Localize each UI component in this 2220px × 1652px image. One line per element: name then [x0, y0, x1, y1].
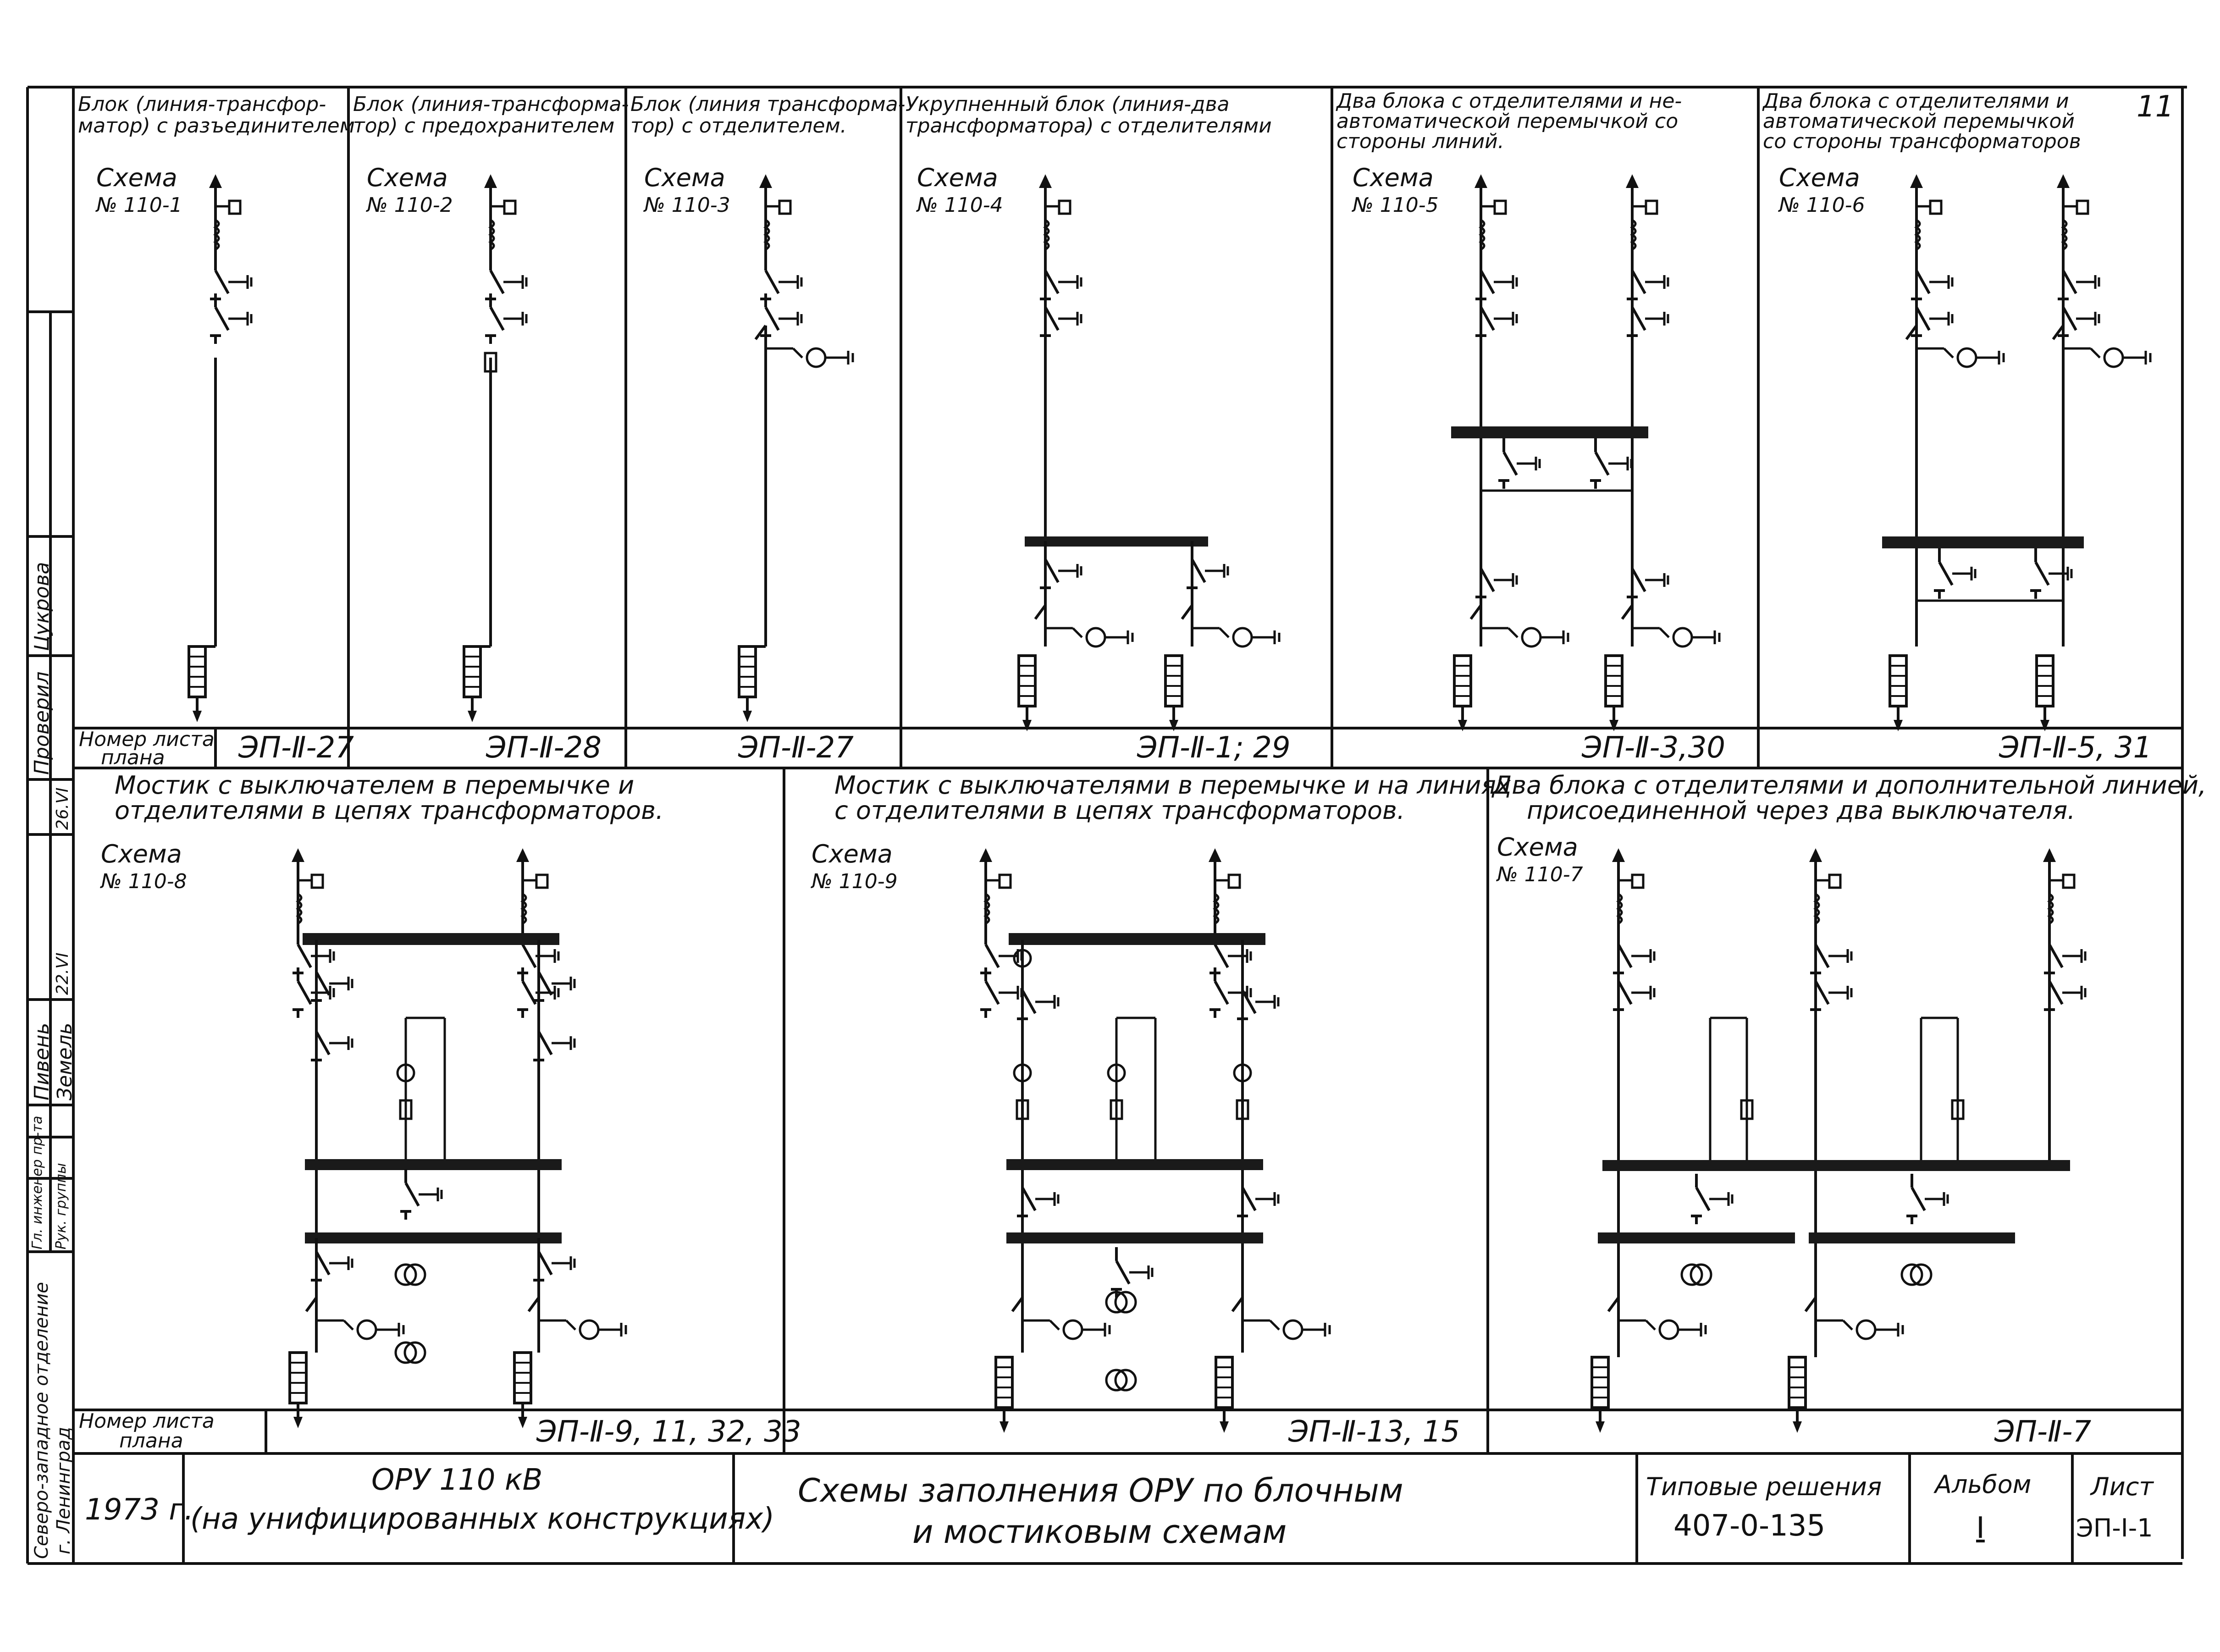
side-date: 26.VI [53, 787, 72, 830]
side-name-piven: Пивень [30, 1022, 54, 1100]
scheme-number: № 110-7 [1497, 863, 1583, 886]
scheme-110-3-diagram [739, 174, 853, 722]
panel-title-line: Блок (линия-трансфор- [78, 93, 326, 116]
panel-title-line: Два блока с отделителями и дополнительно… [1492, 771, 2207, 800]
panel-title-line: автоматической перемычкой [1763, 110, 2075, 133]
scheme-label: Схема [101, 840, 182, 868]
scheme-number: № 110-9 [812, 870, 898, 893]
panel-title-line: с отделителями в цепях трансформаторов. [834, 796, 1405, 825]
album-value: Ⅰ [1976, 1511, 1985, 1545]
panel-title-line: тор) с отделителем. [630, 114, 847, 138]
scheme-110-1-diagram [189, 174, 251, 722]
plan-sheet-110-3: ЭП-Ⅱ-27 [738, 731, 854, 765]
side-role-group-lead: Рук. группы [53, 1163, 69, 1249]
scheme-110-8-diagram [290, 848, 626, 1428]
scheme-label: Схема [1497, 833, 1578, 862]
panel-title-line: Мостик с выключателями в перемычке и на … [834, 771, 1511, 800]
scheme-number: № 110-6 [1779, 193, 1865, 217]
series-number: 407-0-135 [1673, 1509, 1826, 1543]
panel-title-line: стороны линий. [1336, 130, 1504, 153]
scheme-110-4-diagram [1019, 174, 1279, 731]
sheet-value: ЭП-Ⅰ-1 [2076, 1514, 2153, 1542]
scheme-number: № 110-4 [917, 193, 1003, 217]
sheet-frame [26, 86, 2187, 1565]
scheme-110-2-diagram [464, 174, 526, 722]
panel-title-line: Блок (линия-трансформа- [353, 93, 629, 116]
side-name-zemel: Земель [53, 1022, 77, 1100]
sheet-label: Лист [2091, 1472, 2154, 1501]
scheme-110-5-diagram [1451, 174, 1719, 731]
scheme-label: Схема [812, 840, 893, 868]
plan-sheet-110-8: ЭП-Ⅱ-9, 11, 32, 33 [536, 1415, 801, 1449]
plan-sheet-110-9: ЭП-Ⅱ-13, 15 [1288, 1415, 1460, 1449]
side-role-checked: Проверил [30, 671, 54, 775]
scheme-label: Схема [644, 163, 725, 192]
plan-label-line: Номер листа [79, 728, 215, 751]
drawing-title-line1: Схемы заполнения ОРУ по блочным [798, 1472, 1403, 1509]
scheme-110-9-diagram [979, 848, 1330, 1433]
series-label: Типовые решения [1646, 1472, 1882, 1501]
plan-label-line: плана [119, 1429, 183, 1453]
plan-sheet-110-4: ЭП-Ⅱ-1; 29 [1137, 731, 1291, 765]
plan-sheet-110-5: ЭП-Ⅱ-3,30 [1582, 731, 1725, 765]
plan-sheet-110-6: ЭП-Ⅱ-5, 31 [1999, 731, 2152, 765]
plan-sheet-110-2: ЭП-Ⅱ-28 [486, 731, 602, 765]
sheet-number: 11 [2137, 90, 2174, 124]
title-year: 1973 г. [85, 1493, 194, 1527]
scheme-label: Схема [917, 163, 998, 192]
side-org-line2: г. Ленинград [53, 1426, 74, 1554]
panel-title-line: матор) с разъединителем [78, 114, 355, 138]
drawing-title-line2: и мостиковым схемам [912, 1513, 1287, 1551]
scheme-label: Схема [1779, 163, 1860, 192]
scheme-110-7-diagram [1592, 848, 2085, 1433]
scheme-label: Схема [96, 163, 177, 192]
panel-title-line: со стороны трансформаторов [1763, 130, 2081, 153]
plan-sheet-110-1: ЭП-Ⅱ-27 [238, 731, 354, 765]
panel-title-line: Мостик с выключателем в перемычке и [115, 771, 635, 800]
scheme-number: № 110-2 [367, 193, 453, 217]
album-label: Альбом [1935, 1470, 2032, 1499]
panel-title-line: трансформатора) с отделителями [906, 114, 1272, 138]
panel-title-line: тор) с предохранителем [353, 114, 615, 138]
scheme-110-6-diagram [1882, 174, 2150, 731]
scheme-number: № 110-3 [644, 193, 730, 217]
plan-label-line: плана [101, 746, 165, 769]
panel-title-line: отделителями в цепях трансформаторов. [115, 796, 664, 825]
scheme-label: Схема [367, 163, 448, 192]
plan-label-line: Номер листа [79, 1409, 215, 1433]
plan-sheet-110-7: ЭП-Ⅱ-7 [1994, 1415, 2092, 1449]
side-name-tsukrova: Цукрова [30, 562, 54, 651]
scheme-number: № 110-5 [1353, 193, 1439, 217]
title-subject-line2: (на унифицированных конструкциях) [190, 1502, 775, 1536]
side-initials: 22.VI [53, 952, 72, 995]
panel-title-line: присоединенной через два выключателя. [1527, 796, 2076, 825]
side-role-chief-engineer: Гл. инженер пр-та [29, 1116, 45, 1249]
panel-title-line: Два блока с отделителями и не- [1336, 89, 1682, 113]
scheme-number: № 110-1 [96, 193, 182, 217]
title-subject-line1: ОРУ 110 кВ [371, 1463, 543, 1497]
scheme-label: Схема [1353, 163, 1434, 192]
panel-title-line: Два блока с отделителями и [1763, 89, 2069, 113]
panel-title-line: Блок (линия трансформа- [630, 93, 906, 116]
side-org-line1: Северо-западное отделение [31, 1282, 52, 1559]
panel-title-line: автоматической перемычкой со [1336, 110, 1679, 133]
panel-title-line: Укрупненный блок (линия-два [906, 93, 1230, 116]
scheme-number: № 110-8 [101, 870, 187, 893]
